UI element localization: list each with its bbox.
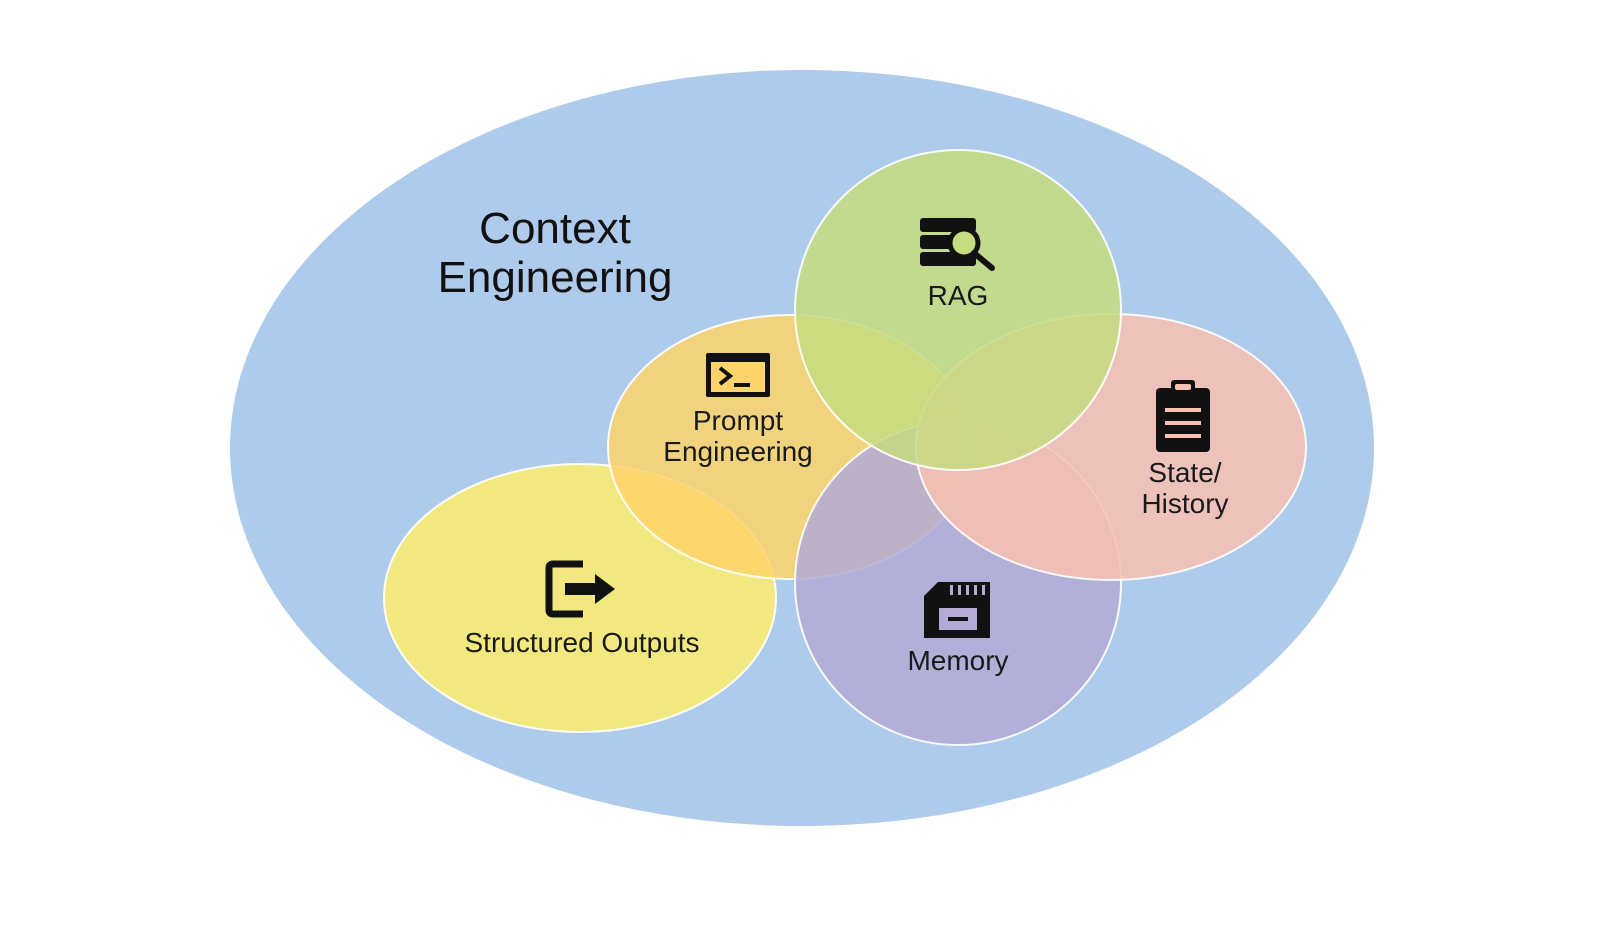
state-history-label-line-1: State/ [1148, 457, 1221, 488]
state-history-label-line-2: History [1141, 488, 1228, 519]
structured-outputs-label: Structured Outputs [464, 627, 699, 658]
rag-circle [794, 149, 1122, 471]
terminal-icon [706, 353, 770, 397]
database-search-icon [920, 218, 995, 271]
prompt-engineering-label-line-2: Engineering [663, 436, 812, 467]
memory-label: Memory [907, 645, 1008, 676]
memory-card-icon [924, 582, 990, 638]
diagram-title-line-1: Context [479, 204, 631, 253]
diagram-title-line-2: Engineering [438, 253, 673, 302]
exit-arrow-icon [545, 560, 615, 618]
rag-label: RAG [928, 280, 989, 311]
prompt-engineering-label-line-1: Prompt [693, 405, 783, 436]
clipboard-icon [1156, 380, 1210, 452]
